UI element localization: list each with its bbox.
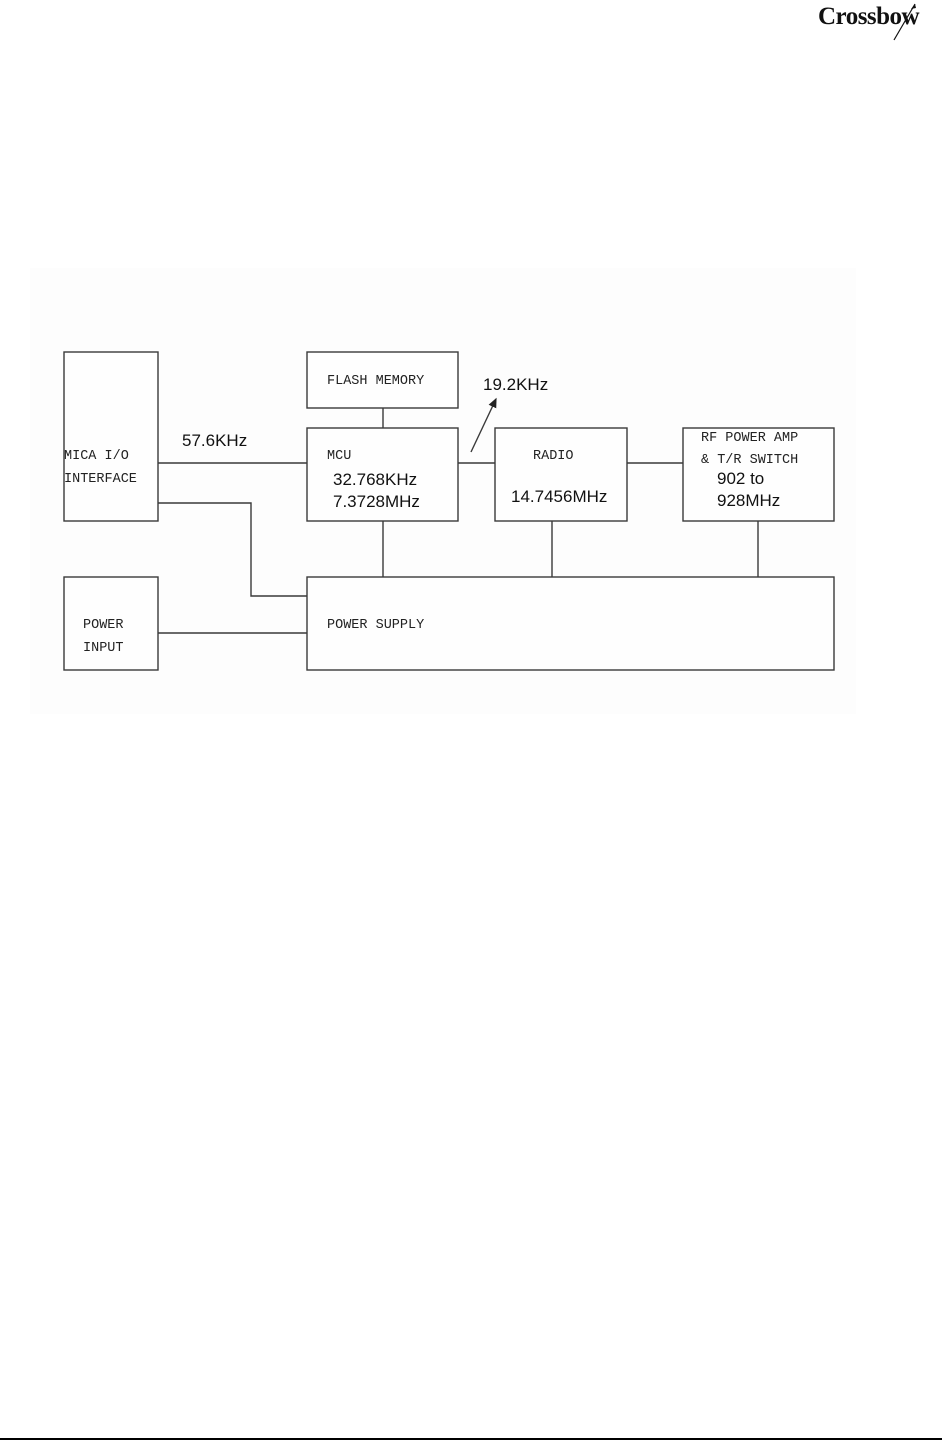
mcu-clock-1: 32.768KHz: [333, 470, 417, 489]
rf-title-line-2: & T/R SWITCH: [701, 453, 798, 468]
wire-mica-power-supply: [158, 503, 307, 596]
power-supply-label: POWER SUPPLY: [327, 618, 424, 633]
flash-memory-label: FLASH MEMORY: [327, 374, 424, 389]
radio-title: RADIO: [533, 449, 574, 464]
label-57-6khz: 57.6KHz: [182, 431, 247, 450]
block-mica-io-interface: MICA I/O INTERFACE: [64, 352, 158, 521]
power-input-line-1: POWER: [83, 618, 124, 633]
footer-rule: [0, 1438, 942, 1440]
block-mcu: MCU 32.768KHz 7.3728MHz: [307, 428, 458, 521]
block-radio: RADIO 14.7456MHz: [495, 428, 627, 521]
radio-clock: 14.7456MHz: [511, 487, 607, 506]
label-19-2khz: 19.2KHz: [483, 375, 548, 394]
mcu-clock-2: 7.3728MHz: [333, 492, 420, 511]
block-rf-power-amp: RF POWER AMP & T/R SWITCH 902 to 928MHz: [683, 428, 834, 521]
clock-arrow: [471, 399, 496, 452]
rf-freq-line-1: 902 to: [717, 469, 764, 488]
block-power-input: POWER INPUT: [64, 577, 158, 670]
mica-io-line-2: INTERFACE: [64, 472, 137, 487]
block-flash-memory: FLASH MEMORY: [307, 352, 458, 408]
mica-io-line-1: MICA I/O: [64, 449, 129, 464]
rf-title-line-1: RF POWER AMP: [701, 431, 798, 446]
power-input-line-2: INPUT: [83, 641, 124, 656]
rf-freq-line-2: 928MHz: [717, 491, 780, 510]
mcu-title: MCU: [327, 449, 351, 464]
block-power-supply: POWER SUPPLY: [307, 577, 834, 670]
